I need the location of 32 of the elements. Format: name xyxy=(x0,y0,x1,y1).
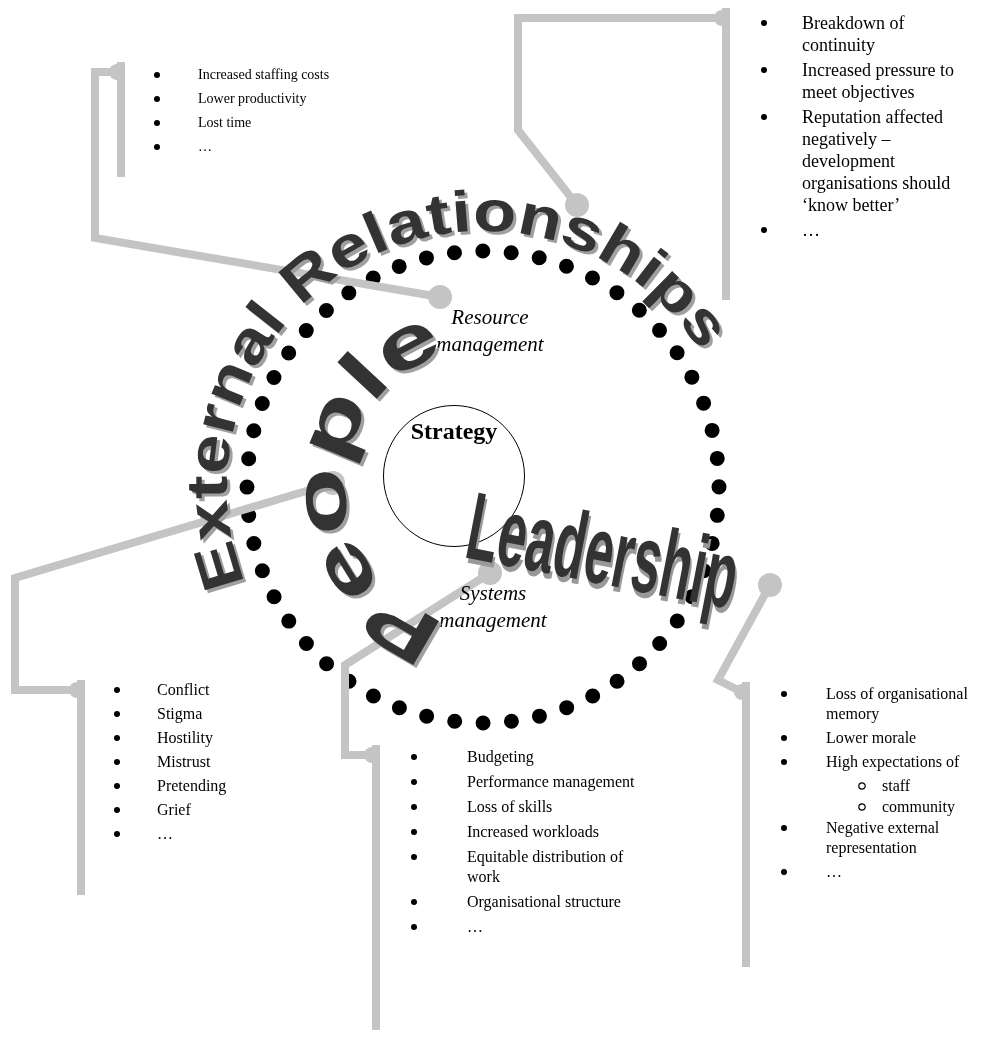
list-item: Lower morale xyxy=(826,728,918,748)
leader-line xyxy=(91,64,452,309)
list-item: … xyxy=(802,219,821,241)
list-item: Loss of skills xyxy=(467,797,554,817)
list-item: Grief xyxy=(157,800,192,819)
list-item: Performance management xyxy=(467,772,636,792)
list-item: community xyxy=(882,797,956,817)
list-item: Breakdown of continuity xyxy=(802,12,906,56)
list-item: … xyxy=(157,824,174,843)
list-item: Budgeting xyxy=(467,747,535,767)
list-item: Stigma xyxy=(157,704,204,723)
list-item: Increased staffing costs xyxy=(198,66,331,84)
list-item: Lower productivity xyxy=(198,90,308,108)
leader-line xyxy=(712,573,782,700)
list-item: staff xyxy=(882,776,912,796)
list-item: Loss of organisational memory xyxy=(826,684,969,724)
list-item: … xyxy=(467,917,484,937)
leader-line xyxy=(11,471,345,698)
list-item: Lost time xyxy=(198,114,253,132)
list-item: High expectations of xyxy=(826,752,961,772)
list-item: … xyxy=(826,862,843,882)
list-item: Equitable distribution of work xyxy=(467,847,625,887)
list-item: Hostility xyxy=(157,728,214,747)
list-item: Negative external representation xyxy=(826,818,941,858)
list-item: Conflict xyxy=(157,680,211,699)
list-item: Pretending xyxy=(157,776,228,795)
list-item: Increased pressure to meet objectives xyxy=(802,59,955,103)
list-item: Organisational structure xyxy=(467,892,622,912)
list-item: Mistrust xyxy=(157,752,212,771)
list-item: Increased workloads xyxy=(467,822,600,842)
list-item: Reputation affected negatively – development organisations should ‘know better’ xyxy=(802,106,952,216)
list-item: … xyxy=(198,138,213,156)
